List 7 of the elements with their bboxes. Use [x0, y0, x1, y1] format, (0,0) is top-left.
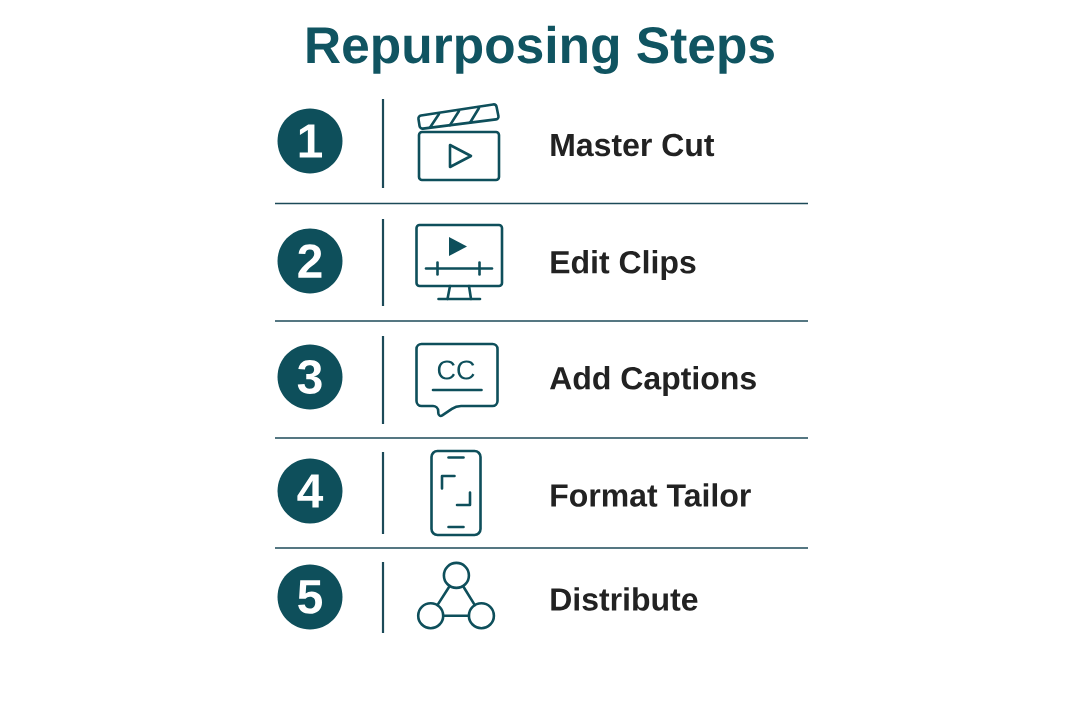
step-label: Add Captions: [550, 366, 756, 396]
step-label: Format Tailor: [551, 483, 751, 507]
step-label: Master Cut: [551, 133, 715, 157]
step-label: Distribute: [551, 587, 698, 611]
title: Repurposing Steps: [307, 25, 774, 74]
step-label: Edit Clips: [551, 250, 696, 280]
icon-label: CC: [437, 360, 475, 380]
